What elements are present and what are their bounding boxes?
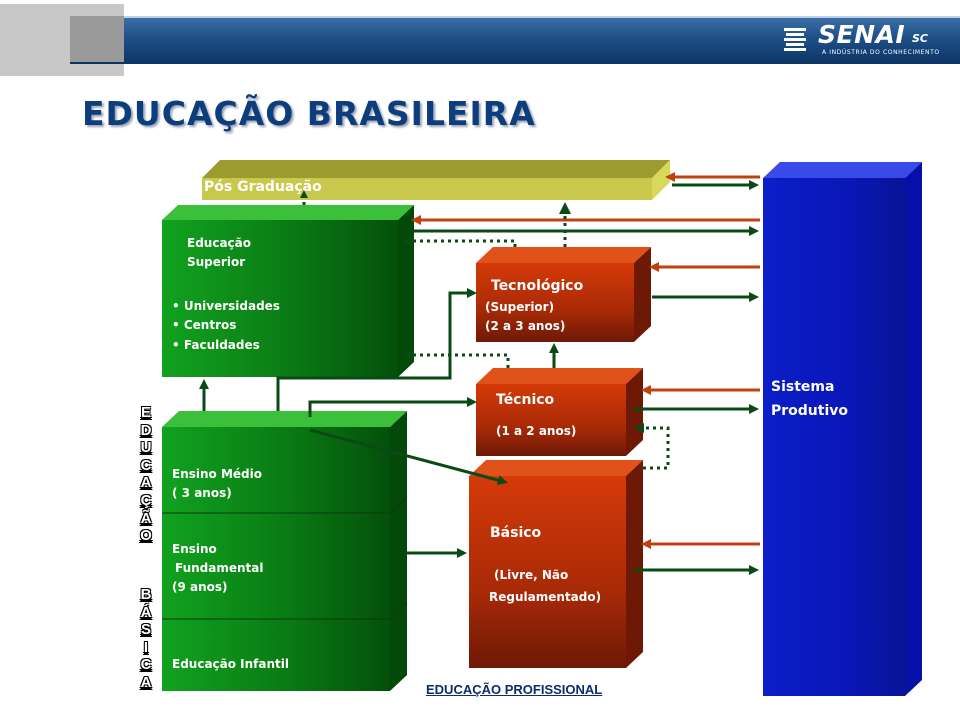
pos-graduacao-bar (202, 160, 670, 200)
vertical-label-letter: B (140, 586, 152, 603)
ensino-fundamental-line3: (9 anos) (172, 580, 228, 594)
dotted-arrowhead-pos (559, 202, 571, 214)
senai-emblem-icon (784, 28, 806, 51)
vertical-label-letter: O (140, 527, 152, 545)
tecnologico-title: Tecnológico (491, 278, 584, 294)
vertical-label-letter: C (140, 456, 152, 474)
arrows-internal (199, 288, 559, 558)
vertical-label-letter: U (140, 439, 152, 457)
vertical-label-letter: Ç (140, 491, 152, 509)
senai-logo: SENAI SC A INDÚSTRIA DO CONHECIMENTO (778, 20, 948, 60)
basico-line1: (Livre, Não (494, 568, 569, 582)
vertical-label-letter: E (140, 404, 151, 421)
ensino-fundamental-line2: Fundamental (175, 561, 264, 575)
educacao-basica-stack (162, 411, 408, 691)
ensino-medio-line1: Ensino Médio (172, 467, 262, 481)
dotted-arrowhead-superior-pos (300, 190, 308, 198)
basico-title: Básico (490, 525, 542, 541)
sistema-produtivo-column (763, 162, 922, 696)
superior-title-line1: Educação (187, 236, 251, 250)
vertical-label-letter: D (140, 421, 152, 439)
ensino-medio-line2: ( 3 anos) (172, 486, 232, 500)
dotted-tecnico-to-superior (414, 353, 510, 368)
vertical-label-letter: A (140, 673, 152, 691)
vertical-label-letter: S (140, 621, 151, 639)
dotted-tecnologico-to-superior (414, 239, 517, 247)
superior-item-label: Faculdades (183, 338, 260, 352)
brand-suffix: SC (912, 32, 928, 45)
arrow-medio-to-tecnologico (276, 288, 477, 411)
header-band (70, 16, 960, 64)
dotted-basico-to-tecnico (643, 426, 670, 470)
tecnologico-line2: (2 a 3 anos) (485, 319, 566, 333)
ensino-fundamental-line1: Ensino (172, 542, 217, 556)
basico-line2: Regulamentado) (489, 590, 602, 604)
pos-graduacao-label: Pós Graduação (204, 179, 322, 195)
educacao-infantil-label: Educação Infantil (172, 657, 290, 671)
vertical-label-letter: Ã (140, 509, 152, 527)
arrows-sistema (411, 172, 760, 575)
educacao-superior-box (162, 205, 414, 377)
arrow-medio-to-basico (309, 428, 508, 486)
tecnologico-box (476, 247, 651, 342)
vertical-label-letter: C (140, 656, 152, 674)
tecnologico-line1: (Superior) (485, 300, 555, 314)
educacao-profissional-label: EDUCAÇÃO PROFISSIONAL (426, 682, 603, 697)
brand-name: SENAI (818, 20, 906, 49)
sistema-line2: Produtivo (771, 403, 849, 419)
dotted-arrowhead-superior-a (403, 236, 413, 246)
superior-item-label: Centros (183, 318, 237, 332)
superior-bullet-faculdades: • Faculdades (172, 338, 260, 352)
tecnico-line1: (1 a 2 anos) (496, 424, 577, 438)
superior-title-line2: Superior (187, 255, 246, 269)
dotted-arrowhead-tecnico (634, 423, 644, 433)
sistema-line1: Sistema (771, 379, 835, 395)
brand-tagline: A INDÚSTRIA DO CONHECIMENTO (822, 49, 940, 56)
tecnico-title: Técnico (496, 392, 555, 408)
superior-bullet-universidades: • Universidades (172, 299, 280, 313)
vertical-label-letter: I (143, 638, 149, 656)
superior-item-label: Universidades (183, 299, 280, 313)
basico-box (469, 460, 643, 668)
arrow-medio-to-tecnico (308, 397, 477, 417)
superior-bullet-centros: • Centros (172, 318, 237, 332)
page-title: EDUCAÇÃO BRASILEIRA (82, 94, 536, 133)
header-corner-inset (70, 16, 124, 62)
vertical-label-letter: Á (140, 603, 152, 621)
dotted-arrowhead-superior-b (403, 350, 413, 360)
vertical-label-letter: A (140, 474, 152, 492)
tecnico-box (476, 368, 643, 456)
